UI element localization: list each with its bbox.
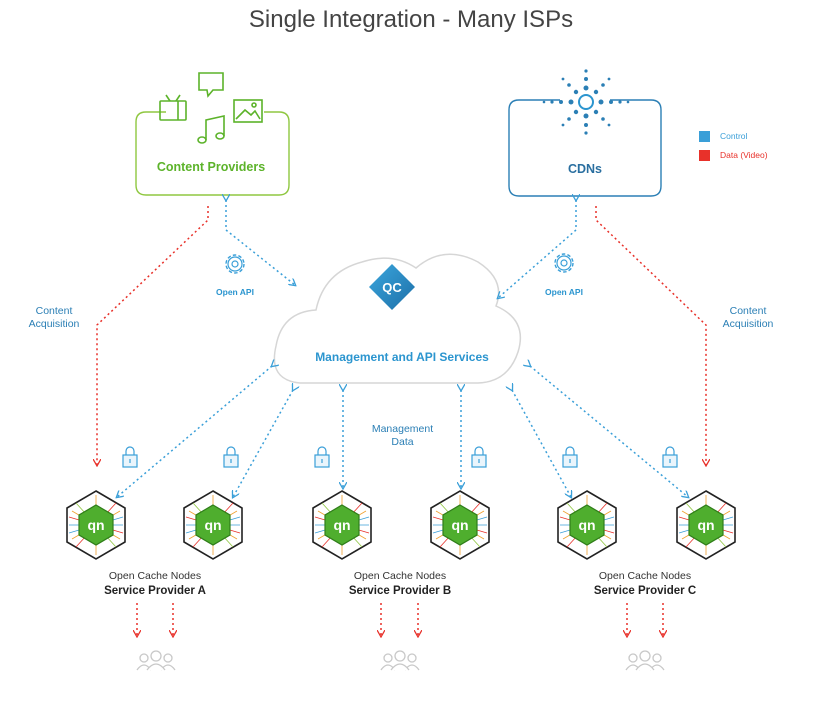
management-data-label: Management Data — [371, 423, 434, 448]
users-icon — [625, 650, 665, 671]
open-api-left-gear-icon — [225, 254, 245, 274]
open-cache-node-icon — [312, 490, 372, 560]
image-icon — [233, 99, 263, 123]
open-cache-node-icon — [557, 490, 617, 560]
tv-icon — [159, 94, 187, 121]
provider-c-name: Service Provider C — [593, 585, 697, 597]
provider-a-caption: Open Cache Nodes — [108, 570, 202, 582]
cdn-network-icon — [542, 69, 630, 135]
provider-b-name: Service Provider B — [348, 585, 452, 597]
open-cache-node-icon — [676, 490, 736, 560]
music-note-icon — [197, 115, 225, 144]
content-acquisition-right-label: Content Acquisition — [722, 305, 774, 330]
provider-a-name: Service Provider A — [104, 585, 206, 597]
open-api-right-gear-icon — [554, 253, 574, 273]
legend-data-label: Data (Video) — [720, 150, 768, 160]
provider-c-caption: Open Cache Nodes — [598, 570, 692, 582]
qc-logo: QC — [369, 264, 415, 310]
diagram-title: Single Integration - Many ISPs — [248, 6, 574, 33]
svg-text:QC: QC — [382, 280, 402, 295]
content-providers-box — [135, 111, 290, 196]
lock-icon — [471, 446, 487, 468]
legend-control-swatch — [699, 131, 710, 142]
content-acquisition-left-label: Content Acquisition — [28, 305, 80, 330]
users-icon — [136, 650, 176, 671]
management-label: Management and API Services — [315, 350, 489, 364]
open-cache-node-icon — [430, 490, 490, 560]
lock-icon — [223, 446, 239, 468]
cdns-label: CDNs — [567, 162, 603, 176]
users-icon — [380, 650, 420, 671]
open-cache-node-icon — [66, 490, 126, 560]
lock-icon — [314, 446, 330, 468]
management-cloud — [273, 253, 522, 384]
open-cache-node-icon — [183, 490, 243, 560]
open-api-left-label: Open API — [216, 287, 254, 297]
lock-icon — [662, 446, 678, 468]
control-links — [117, 200, 688, 497]
legend-control-label: Control — [720, 131, 748, 141]
data-links — [97, 206, 706, 636]
legend-data-swatch — [699, 150, 710, 161]
chat-bubble-icon — [198, 72, 224, 98]
content-providers-label: Content Providers — [156, 160, 266, 174]
lock-icon — [562, 446, 578, 468]
provider-b-caption: Open Cache Nodes — [353, 570, 447, 582]
lock-icon — [122, 446, 138, 468]
open-api-right-label: Open API — [545, 287, 583, 297]
cdns-box — [508, 99, 662, 197]
